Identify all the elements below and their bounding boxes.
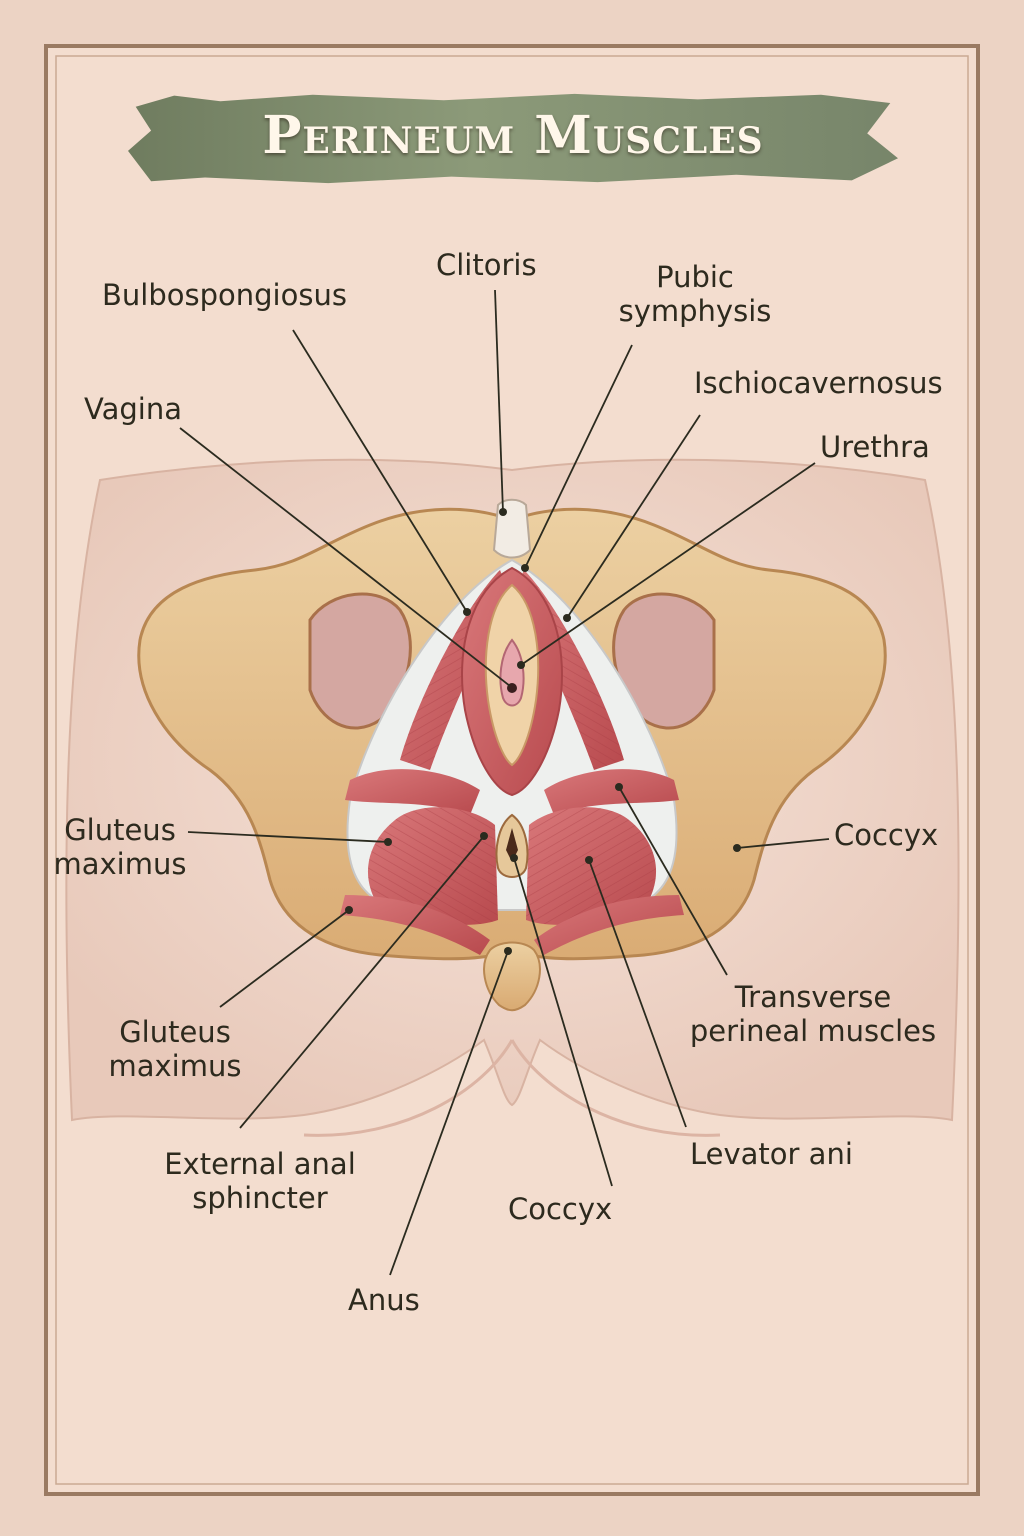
- leader-external-anal: [239, 835, 485, 1129]
- dot-gluteus-left: [384, 838, 392, 846]
- dot-levator-ani: [585, 856, 593, 864]
- label-urethra: Urethra: [820, 430, 930, 464]
- title-banner: Perineum Muscles: [128, 92, 898, 184]
- gluteal-fold-left: [303, 1039, 514, 1137]
- page-title: Perineum Muscles: [262, 105, 764, 166]
- dot-transverse: [615, 783, 623, 791]
- levator-ani-left-fibers: [367, 807, 498, 925]
- leader-gluteus-left: [187, 831, 389, 843]
- dot-bulbospongiosus: [463, 608, 471, 616]
- gluteus-maximus-right: [534, 895, 684, 955]
- label-gluteus-maximus-left: Gluteus maximus: [48, 813, 192, 881]
- label-vagina: Vagina: [84, 392, 182, 426]
- dot-external-anal: [480, 832, 488, 840]
- dot-gluteus-lower: [345, 906, 353, 914]
- leader-pubic-symphysis: [524, 344, 633, 569]
- leader-coccyx-right: [736, 838, 830, 849]
- leader-ischiocavernosus: [566, 414, 701, 619]
- leader-gluteus-lower: [219, 909, 350, 1008]
- label-gluteus-lower-line2: maximus: [108, 1049, 242, 1083]
- dot-coccyx-right: [733, 844, 741, 852]
- dot-pubic-symphysis: [521, 564, 529, 572]
- leader-endpoints: [345, 508, 741, 955]
- label-gluteus-left-line2: maximus: [53, 847, 187, 881]
- label-coccyx-bottom: Coccyx: [508, 1192, 613, 1226]
- leader-levator-ani: [588, 859, 687, 1128]
- leader-anus: [389, 950, 509, 1276]
- label-gluteus-lower-line1: Gluteus: [119, 1015, 231, 1049]
- label-transverse-perineal: Transverse perineal muscles: [685, 980, 941, 1048]
- label-clitoris: Clitoris: [436, 248, 537, 282]
- label-pubic-symphysis-line1: Pubic: [656, 260, 734, 294]
- label-pubic-symphysis-line2: symphysis: [618, 294, 772, 328]
- label-transverse-line2: perineal muscles: [689, 1014, 937, 1048]
- coccyx-bone: [483, 941, 541, 1012]
- title-banner-background: [128, 93, 898, 184]
- label-external-anal-line2: sphincter: [192, 1181, 328, 1215]
- label-levator-ani: Levator ani: [690, 1137, 853, 1171]
- anus: [506, 828, 518, 862]
- label-transverse-line1: Transverse: [734, 980, 892, 1014]
- transverse-perineal-left: [345, 769, 480, 815]
- label-ischiocavernosus: Ischiocavernosus: [694, 366, 943, 400]
- label-pubic-symphysis: Pubic symphysis: [610, 260, 780, 328]
- gluteus-maximus-left: [340, 895, 490, 955]
- leader-coccyx-bottom: [513, 857, 613, 1187]
- transverse-perineal-right: [544, 769, 679, 815]
- dot-urethra: [517, 661, 525, 669]
- dot-ischiocavernosus: [563, 614, 571, 622]
- leader-urethra: [520, 462, 816, 666]
- leader-clitoris: [494, 289, 504, 513]
- label-external-anal-line1: External anal: [164, 1147, 356, 1181]
- label-gluteus-left-line1: Gluteus: [64, 813, 176, 847]
- label-coccyx-right: Coccyx: [834, 818, 939, 852]
- leader-transverse: [618, 786, 728, 976]
- dot-clitoris: [499, 508, 507, 516]
- leader-bulbospongiosus: [292, 329, 468, 613]
- leader-vagina: [179, 427, 511, 687]
- dot-coccyx-bottom: [510, 854, 518, 862]
- label-bulbospongiosus: Bulbospongiosus: [102, 278, 347, 312]
- label-gluteus-maximus-lower: Gluteus maximus: [100, 1015, 250, 1083]
- dot-anus: [504, 947, 512, 955]
- poster-frame-inner: [55, 55, 969, 1485]
- leader-lines: [179, 289, 830, 1276]
- label-external-anal-sphincter: External anal sphincter: [158, 1147, 362, 1215]
- label-anus: Anus: [348, 1283, 420, 1317]
- pubic-symphysis: [492, 498, 532, 559]
